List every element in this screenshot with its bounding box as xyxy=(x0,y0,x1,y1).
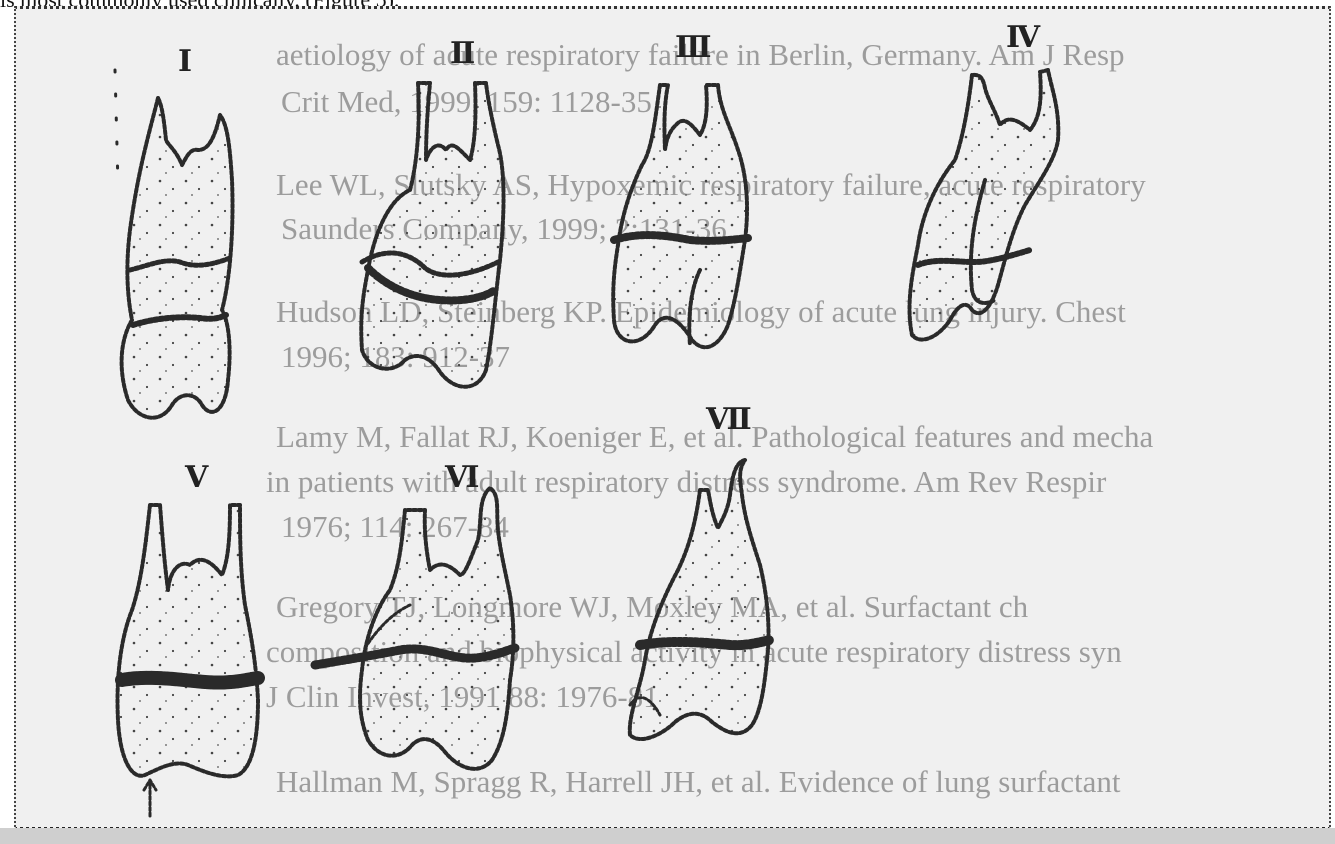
tooth-stage-4 xyxy=(910,70,1059,340)
tooth-stage-1 xyxy=(122,98,233,418)
tooth-stage-6 xyxy=(315,488,515,769)
scan-bottom-edge xyxy=(0,828,1335,844)
stage-label-6: Ⅵ xyxy=(445,460,480,495)
stage-label-7: Ⅶ xyxy=(706,402,752,437)
stage-label-1: Ⅰ xyxy=(178,44,192,79)
stage-label-4: Ⅳ xyxy=(1006,20,1040,55)
stage-label-2: Ⅱ xyxy=(450,36,475,71)
tooth-stage-5 xyxy=(118,505,258,818)
tooth-stage-2 xyxy=(361,83,503,387)
stage-label-5: Ⅴ xyxy=(185,460,208,495)
stage-label-3: Ⅲ xyxy=(675,30,712,65)
tooth-stage-3 xyxy=(613,85,748,347)
tooth-stage-7 xyxy=(630,460,770,739)
